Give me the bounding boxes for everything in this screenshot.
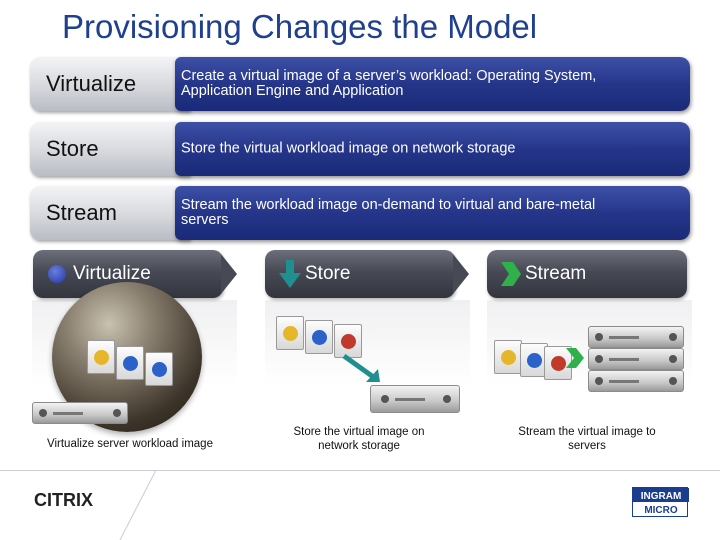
row-label: Stream — [46, 200, 117, 226]
row-stream: Stream Stream the workload image on-dema… — [30, 186, 690, 240]
file-icon — [494, 340, 522, 374]
server-icon — [588, 326, 684, 348]
file-icon — [305, 320, 333, 354]
row-description-panel: Create a virtual image of a server’s wor… — [175, 57, 690, 111]
svg-text:INGRAM: INGRAM — [641, 491, 682, 502]
server-icon — [32, 402, 128, 424]
row-label-panel: Store — [30, 122, 190, 176]
row-label: Store — [46, 136, 99, 162]
server-icon — [370, 385, 460, 413]
svg-text:CITRIX: CITRIX — [34, 490, 93, 510]
row-description: Store the virtual workload image on netw… — [181, 142, 630, 157]
step-label: Virtualize — [73, 263, 151, 285]
step-label: Stream — [525, 263, 586, 285]
file-icon — [87, 340, 115, 374]
tab-arrow — [221, 254, 237, 294]
step-caption: Store the virtual image on network stora… — [289, 425, 429, 453]
dot-icon — [48, 265, 66, 283]
server-icon — [588, 348, 684, 370]
file-icon — [334, 324, 362, 358]
row-description-panel: Store the virtual workload image on netw… — [175, 122, 690, 176]
step-tab-stream: Stream — [487, 250, 687, 298]
file-icon — [116, 346, 144, 380]
row-description-panel: Stream the workload image on-demand to v… — [175, 186, 690, 240]
row-virtualize: Virtualize Create a virtual image of a s… — [30, 57, 690, 111]
row-store: Store Store the virtual workload image o… — [30, 122, 690, 176]
server-icon — [588, 370, 684, 392]
tab-arrow — [453, 254, 469, 294]
row-label-panel: Stream — [30, 186, 190, 240]
step-caption: Stream the virtual image to servers — [512, 425, 662, 453]
row-label-panel: Virtualize — [30, 57, 190, 111]
row-description: Create a virtual image of a server’s wor… — [181, 69, 630, 99]
page-title: Provisioning Changes the Model — [62, 8, 537, 46]
step-label: Store — [305, 263, 350, 285]
step-tab-store: Store — [265, 250, 455, 298]
down-arrow-icon — [279, 260, 301, 288]
footer-divider — [0, 470, 720, 471]
citrix-logo: CITRIX — [34, 488, 106, 512]
row-description: Stream the workload image on-demand to v… — [181, 198, 630, 228]
chevron-icon — [501, 262, 521, 286]
chevron-icon — [566, 348, 584, 368]
step-caption: Virtualize server workload image — [32, 437, 228, 451]
file-icon — [145, 352, 173, 386]
footer-slash — [118, 470, 158, 540]
ingram-micro-logo: INGRAM MICRO — [632, 487, 688, 517]
svg-text:MICRO: MICRO — [644, 505, 678, 516]
diagonal-arrow-icon — [342, 354, 382, 384]
file-icon — [276, 316, 304, 350]
row-label: Virtualize — [46, 71, 136, 97]
